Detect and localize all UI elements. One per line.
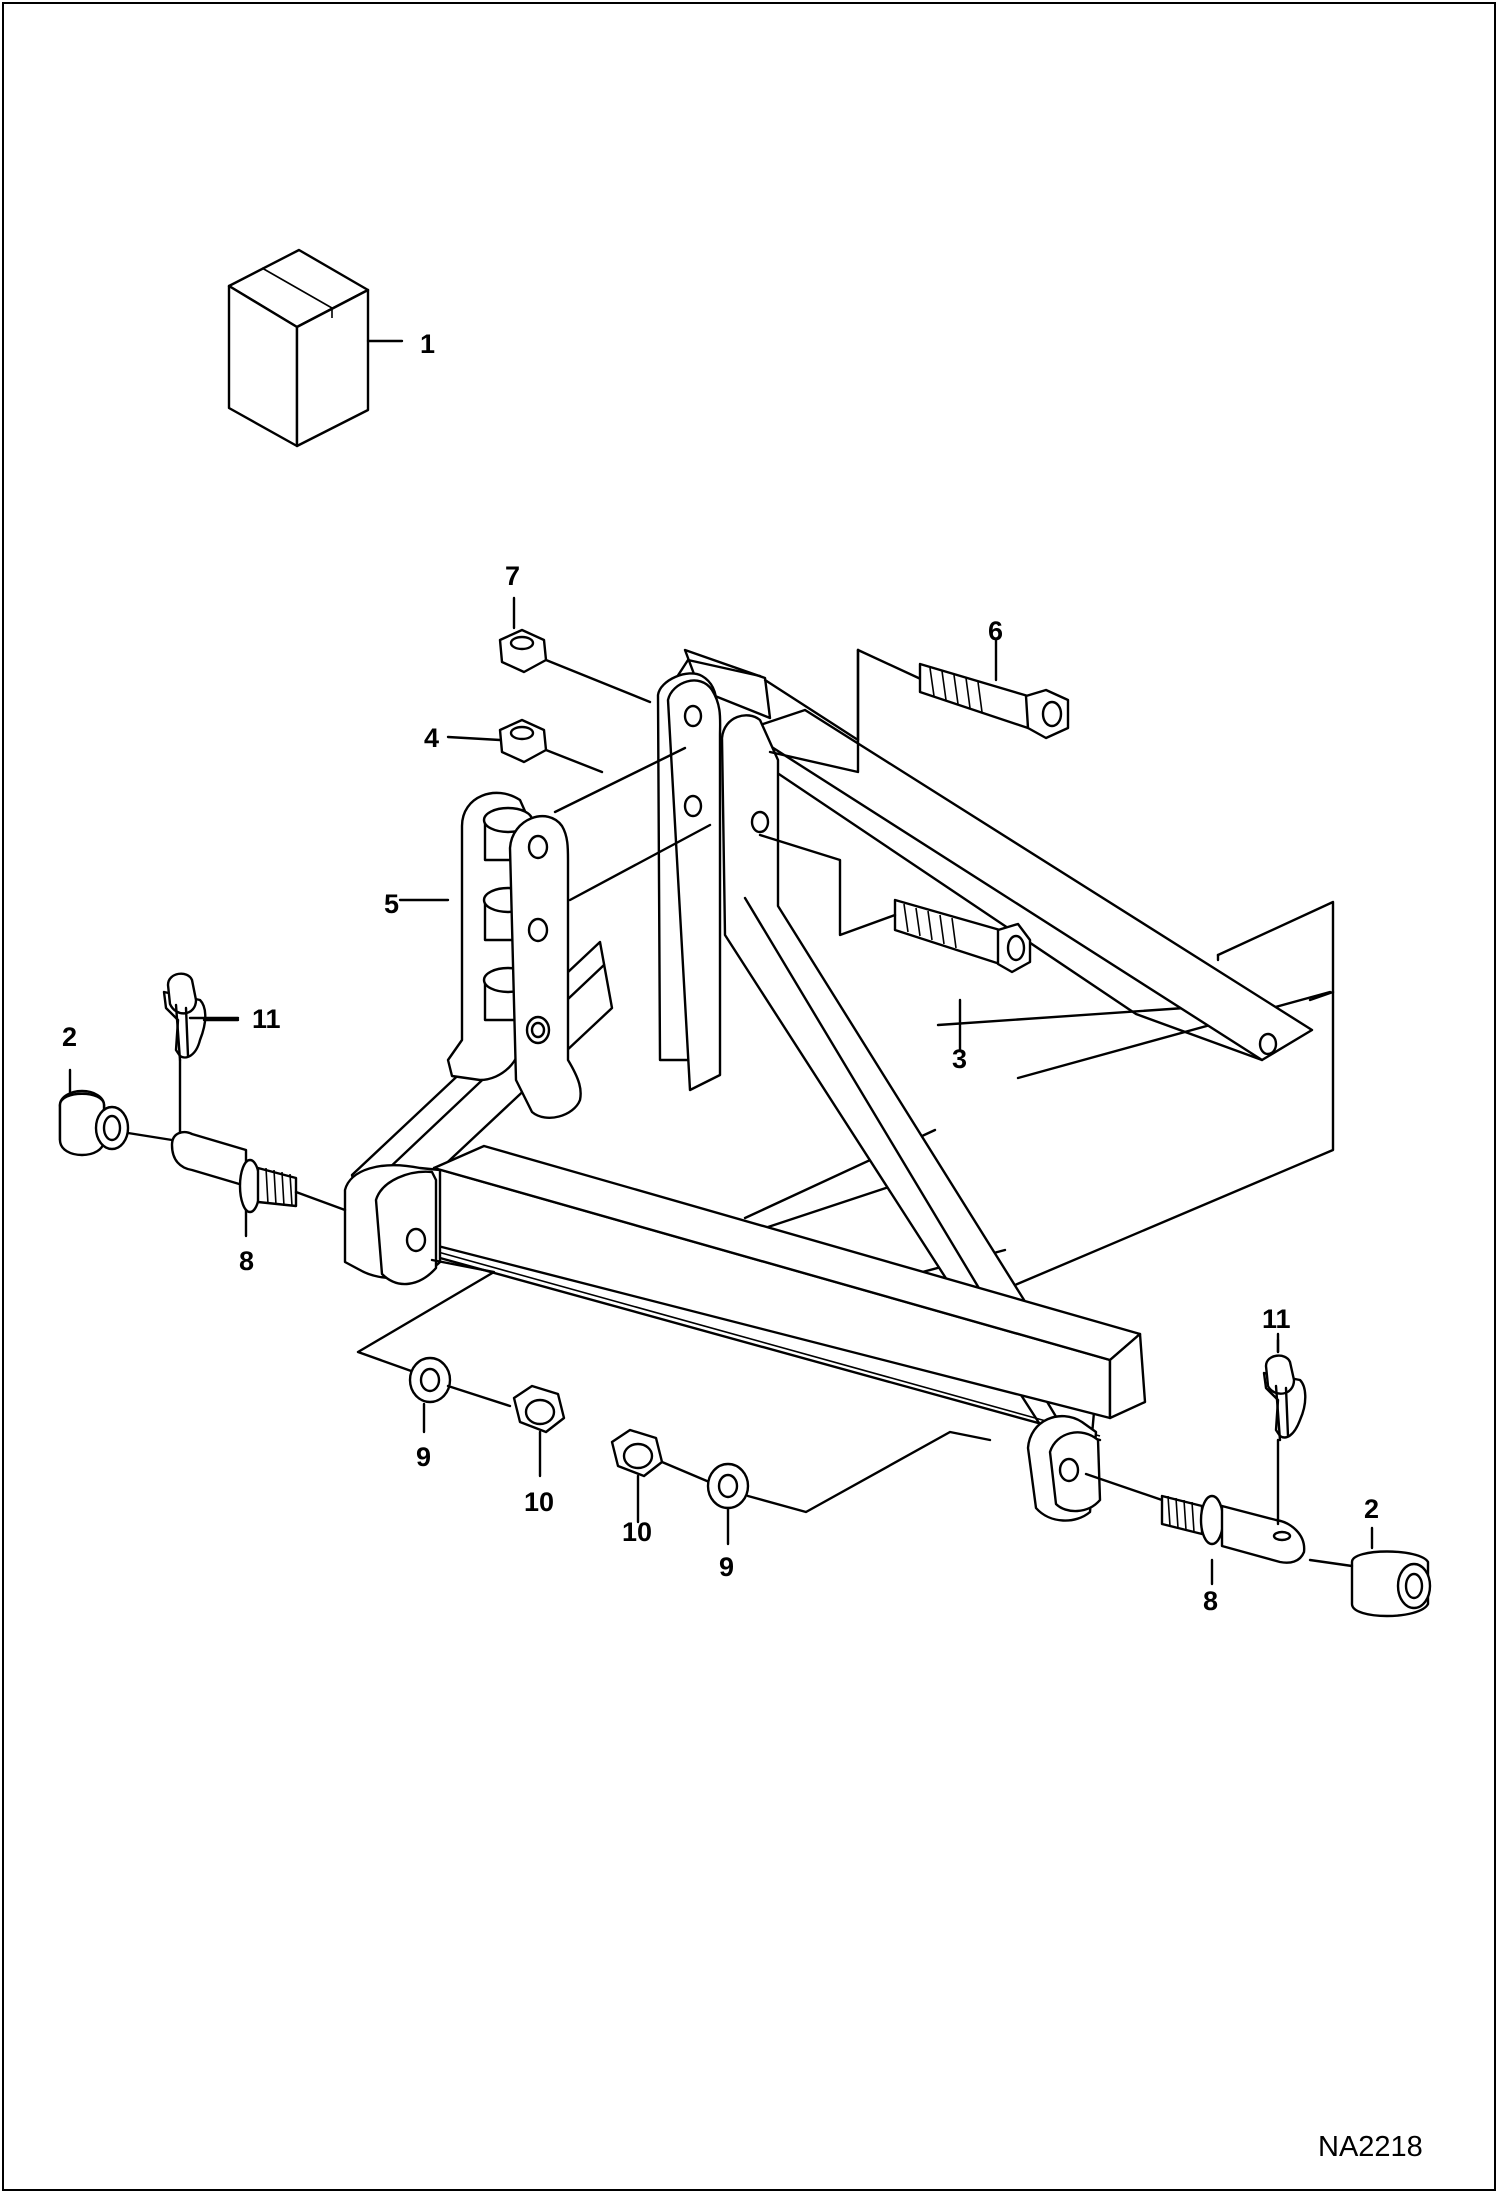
callout-labels: 1 2 2 3 4 5 6 7 8 8 9 9 10 10 11 11 [62, 329, 1379, 1616]
left-pin-hardware-illustration [58, 972, 347, 1238]
kit-box-illustration [227, 248, 404, 448]
drawing-code: NA2218 [1318, 2131, 1423, 2163]
callout-11-right: 11 [1262, 1304, 1291, 1334]
callout-10-left: 10 [524, 1487, 554, 1517]
callout-1: 1 [420, 329, 435, 359]
callout-3: 3 [952, 1044, 967, 1074]
callout-9-right: 9 [719, 1552, 734, 1582]
callout-11-left: 11 [252, 1004, 281, 1034]
callout-8-right: 8 [1203, 1586, 1218, 1616]
callout-2-right: 2 [1364, 1494, 1379, 1524]
callout-7: 7 [505, 561, 520, 591]
right-pin-hardware-illustration [1084, 1338, 1432, 1618]
lower-fastener-illustration [356, 1258, 992, 1546]
callout-4: 4 [424, 723, 439, 753]
callout-10-right: 10 [622, 1517, 652, 1547]
callout-5: 5 [384, 889, 399, 919]
hitch-frame-illustration [343, 648, 1335, 1522]
upper-hardware-illustration [498, 628, 1070, 1052]
callout-2-left: 2 [62, 1022, 77, 1052]
callout-9-left: 9 [416, 1442, 431, 1472]
callout-6: 6 [988, 616, 1003, 646]
callout-8-left: 8 [239, 1246, 254, 1276]
